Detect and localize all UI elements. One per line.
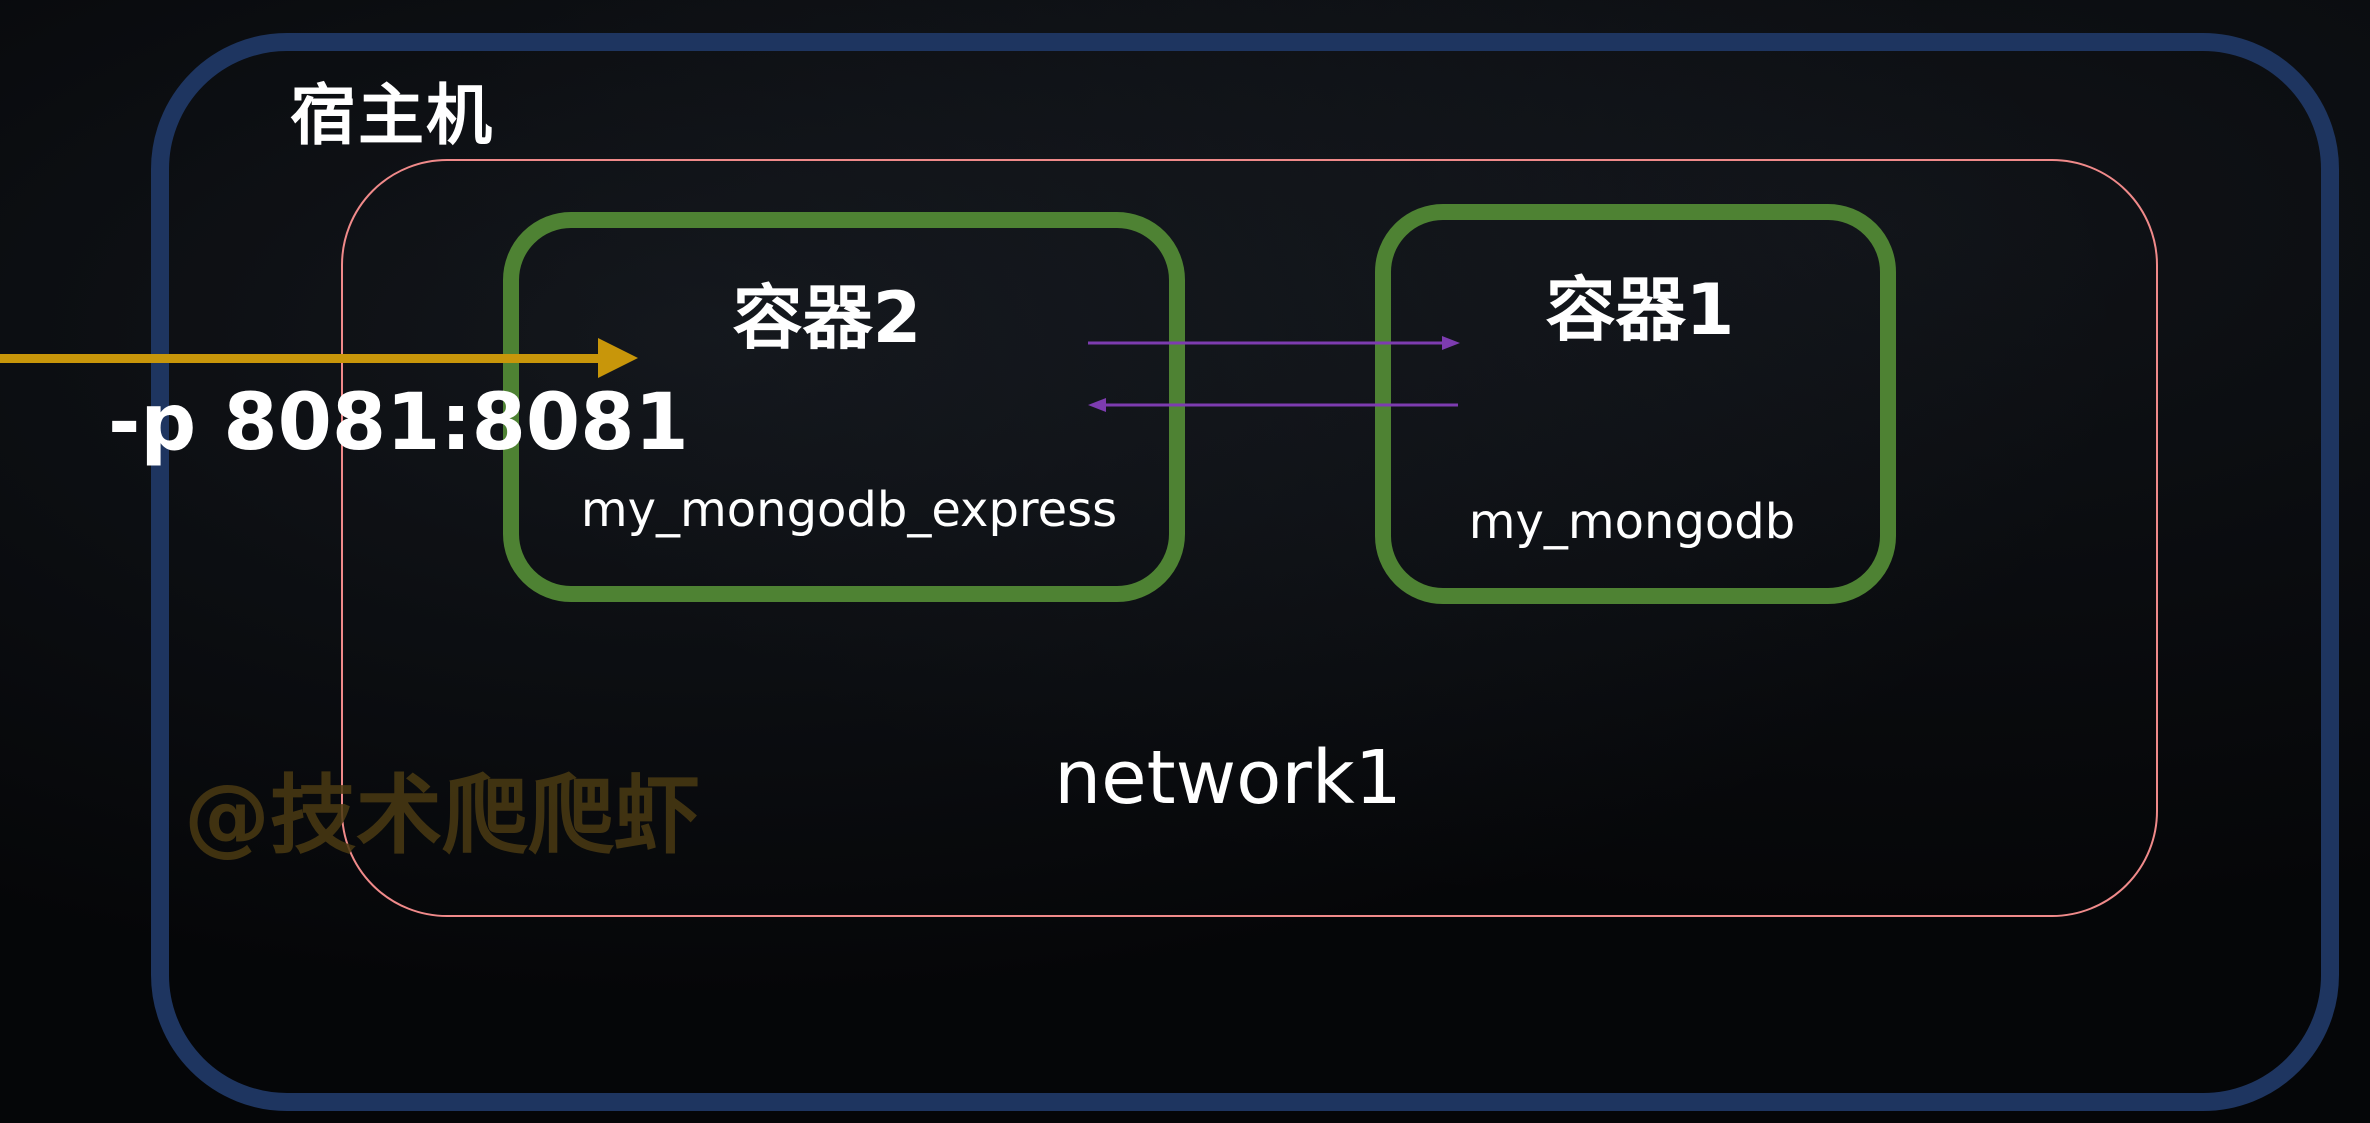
host-label: 宿主机 <box>290 77 494 154</box>
network-label: network1 <box>1054 735 1402 821</box>
port-arrow <box>0 338 638 378</box>
host-machine-box <box>151 33 2339 1111</box>
container-2-name: my_mongodb_express <box>580 482 1118 538</box>
container-1-name: my_mongodb <box>1468 494 1796 550</box>
container-2-title: 容器2 <box>732 277 922 359</box>
container-1-title: 容器1 <box>1545 269 1735 351</box>
arrow-container2-to-container1 <box>1088 336 1460 350</box>
network-box <box>341 159 2158 917</box>
arrow-container1-to-container2 <box>1088 398 1458 412</box>
container-2-box <box>503 212 1185 602</box>
port-mapping-label: -p 8081:8081 <box>108 378 689 468</box>
watermark: @技术爬爬虾 <box>184 766 700 866</box>
